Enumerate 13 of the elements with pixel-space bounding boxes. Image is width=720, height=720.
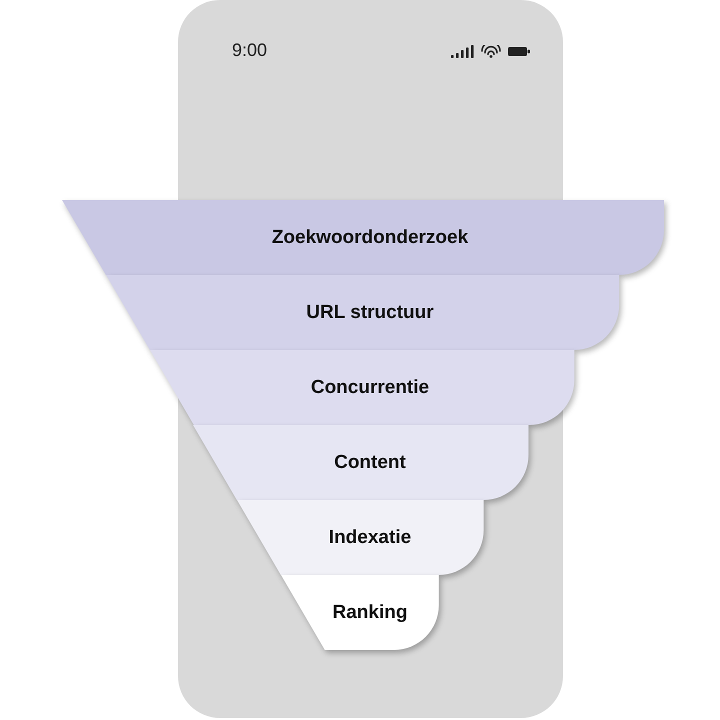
stage-label: Content [334,452,406,474]
funnel-stage-band [281,575,439,650]
stage-label: Zoekwoordonderzoek [272,226,468,248]
status-time: 9:00 [232,41,268,61]
stage-label: Indexatie [328,526,412,548]
funnel-stage-band [193,425,529,500]
funnel-stage-band [237,500,484,575]
funnel-stage-band [150,350,574,425]
stage-label: Concurrentie [310,376,430,398]
funnel-stage-band [62,200,664,275]
stage-label: Ranking [332,602,408,624]
funnel-stage-band [106,275,619,350]
stage-label: URL structuur [306,302,434,324]
